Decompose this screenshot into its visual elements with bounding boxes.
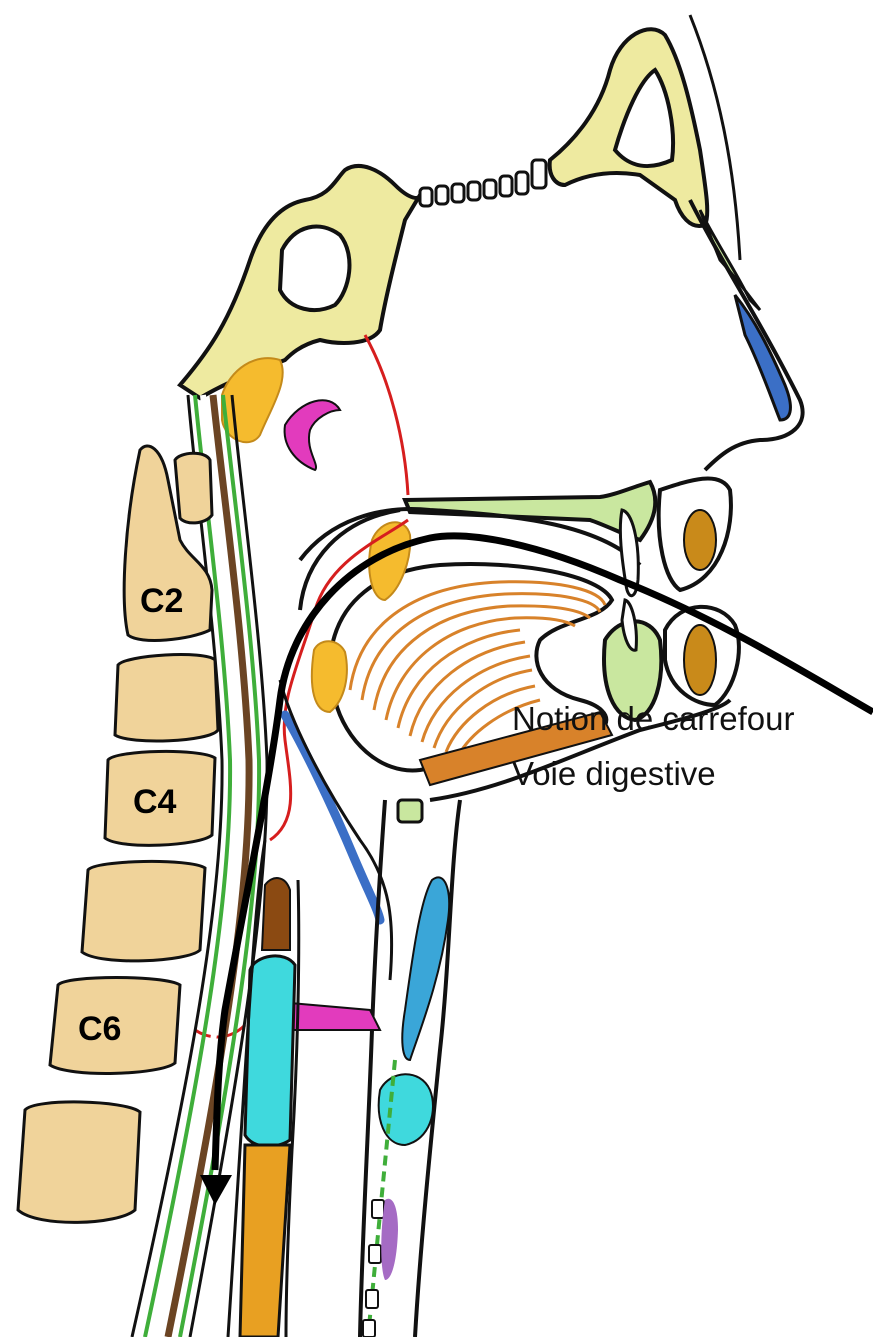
esophagus-orange [240, 1145, 290, 1337]
upper-lip-muscle [684, 510, 716, 570]
vocal-cord-mass [379, 1074, 433, 1145]
hyoid-bone [398, 800, 422, 822]
eustachian-tube [285, 400, 340, 470]
vertebral-column [18, 446, 218, 1222]
caption-crossroads: Notion de carrefour [512, 700, 794, 738]
vertebra-c7 [18, 1102, 140, 1222]
esophagus-cyan [245, 956, 295, 1146]
nasal-bone [700, 210, 760, 310]
lower-lip-muscle [684, 625, 716, 695]
sphenoid-sinus [280, 227, 349, 310]
nasal-cartilage [735, 295, 790, 420]
vertebra-label-c2: C2 [140, 582, 183, 620]
vertebra-label-c6: C6 [78, 1010, 121, 1048]
vertebra-c1 [175, 453, 212, 523]
vertebra-label-c4: C4 [133, 783, 177, 821]
caption-digestive-path: Voie digestive [512, 755, 716, 793]
arytenoid-link [290, 1003, 380, 1030]
thyroid-gland [381, 1199, 398, 1280]
cribriform-plate [420, 160, 546, 206]
vertebra-c5 [82, 861, 205, 960]
esophagus-upper [262, 878, 290, 950]
vertebra-c3 [115, 655, 218, 741]
